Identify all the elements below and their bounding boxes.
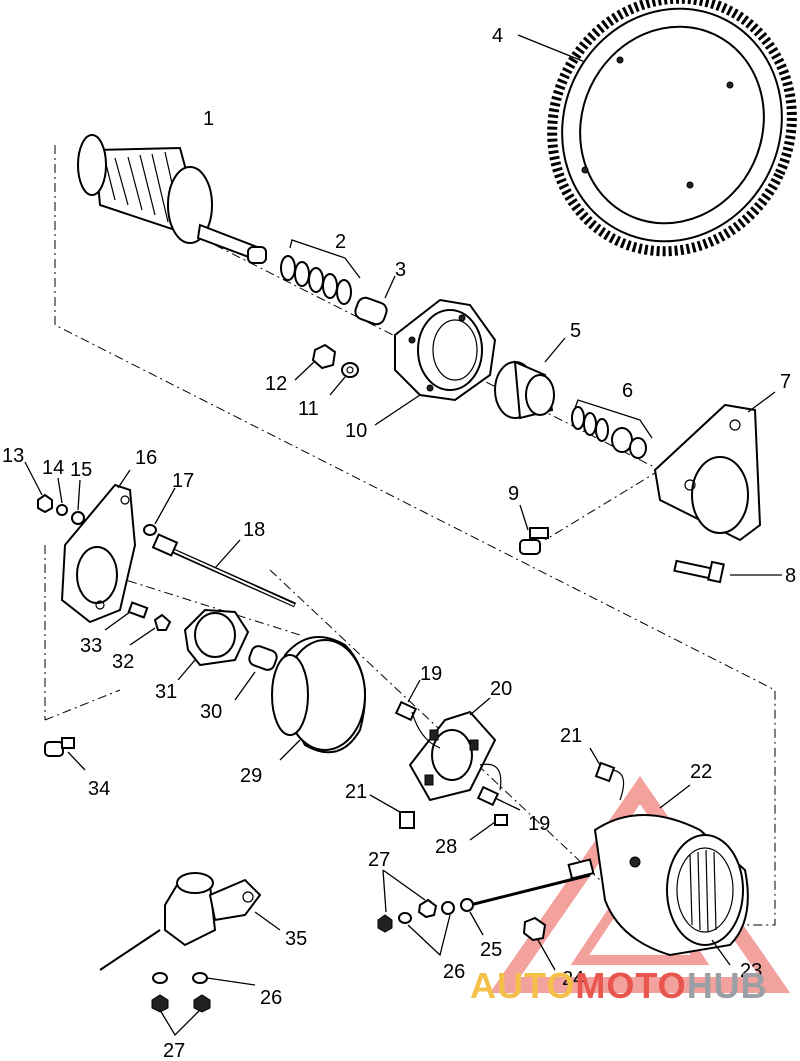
pinion-part-5 <box>494 337 566 420</box>
brush-assembly-part-20 <box>408 697 497 802</box>
bracket-part-7 <box>653 391 776 542</box>
callout-8: 8 <box>785 565 796 587</box>
callout-33: 33 <box>80 635 102 657</box>
armature-part-1 <box>77 134 267 264</box>
callout-28: 28 <box>435 836 457 858</box>
washer-part-15 <box>71 479 85 525</box>
callout-20: 20 <box>490 678 512 700</box>
nut-part-27-right <box>377 869 438 933</box>
washer-part-17 <box>143 487 176 536</box>
callout-17: 17 <box>172 470 194 492</box>
callout-21b: 21 <box>345 781 367 803</box>
through-bolt-part-18 <box>151 533 297 608</box>
callout-35: 35 <box>285 928 307 950</box>
callout-14: 14 <box>42 457 64 479</box>
screw-part-32 <box>129 613 172 646</box>
callout-13: 13 <box>2 445 24 467</box>
screw-part-33 <box>104 601 149 631</box>
bushing-part-3 <box>354 275 396 326</box>
housing-part-10 <box>374 298 497 426</box>
watermark-hub: HUB <box>686 965 768 1006</box>
nut-part-27-left <box>151 994 211 1037</box>
callout-22: 22 <box>690 761 712 783</box>
watermark-moto: MOTO <box>575 965 687 1006</box>
callout-30: 30 <box>200 701 222 723</box>
brush-part-21-lower <box>369 794 415 829</box>
callout-24: 24 <box>562 968 584 990</box>
spring-part-6 <box>571 399 653 459</box>
callout-26b: 26 <box>260 987 282 1009</box>
terminal-stud <box>469 858 595 907</box>
callout-34: 34 <box>88 778 110 800</box>
nut-part-13 <box>24 461 53 514</box>
bolt-part-34 <box>44 737 86 771</box>
callout-19b: 19 <box>528 813 550 835</box>
callout-23: 23 <box>740 960 762 982</box>
callout-25: 25 <box>480 939 502 961</box>
ring-gear-part-4 <box>517 0 797 257</box>
callout-16: 16 <box>135 447 157 469</box>
callout-21a: 21 <box>560 725 582 747</box>
callout-18: 18 <box>243 519 265 541</box>
bolt-part-9 <box>519 504 549 555</box>
callout-29: 29 <box>240 765 262 787</box>
callout-labels: 1 2 3 4 5 6 7 8 9 10 11 12 13 14 15 16 1… <box>2 25 796 1061</box>
solenoid-part-35 <box>99 872 281 971</box>
callout-12: 12 <box>265 373 287 395</box>
callout-27a: 27 <box>368 849 390 871</box>
callout-15: 15 <box>70 459 92 481</box>
brush-part-21-upper <box>589 747 625 801</box>
field-frame-part-22 <box>593 784 749 957</box>
callout-5: 5 <box>570 320 581 342</box>
callout-26a: 26 <box>443 961 465 983</box>
callout-7: 7 <box>780 371 791 393</box>
watermark-text: AUTOMOTOHUB <box>470 965 768 1007</box>
spring-part-2 <box>280 239 361 305</box>
washer-part-14 <box>56 477 68 516</box>
callout-3: 3 <box>395 259 406 281</box>
nut-part-24 <box>522 916 556 971</box>
callout-10: 10 <box>345 420 367 442</box>
bushing-part-30 <box>234 645 278 701</box>
washer-part-26-left <box>152 972 256 986</box>
brush-part-19-lower <box>476 763 521 811</box>
screw-part-28 <box>469 814 508 841</box>
end-housing-part-29 <box>271 636 366 761</box>
callout-32: 32 <box>112 651 134 673</box>
brush-part-19-upper <box>394 679 441 749</box>
washer-part-25 <box>460 898 484 936</box>
washer-part-26-right <box>398 901 455 957</box>
callout-31: 31 <box>155 681 177 703</box>
callout-2: 2 <box>335 231 346 253</box>
watermark-auto: AUTO <box>470 965 576 1006</box>
callout-1: 1 <box>203 108 214 130</box>
callout-11: 11 <box>298 398 319 420</box>
callout-27b: 27 <box>163 1040 185 1061</box>
alignment-lines <box>44 145 776 926</box>
callout-4: 4 <box>492 25 503 47</box>
callout-19a: 19 <box>420 663 442 685</box>
callout-9: 9 <box>508 483 519 505</box>
brush-holder-part-31 <box>177 608 250 681</box>
terminal-part-23 <box>711 939 731 966</box>
callout-6: 6 <box>622 380 633 402</box>
nut-part-12 <box>294 343 337 381</box>
washer-part-11 <box>329 362 359 396</box>
end-plate-part-16 <box>60 469 137 624</box>
bolt-part-8 <box>673 559 782 584</box>
